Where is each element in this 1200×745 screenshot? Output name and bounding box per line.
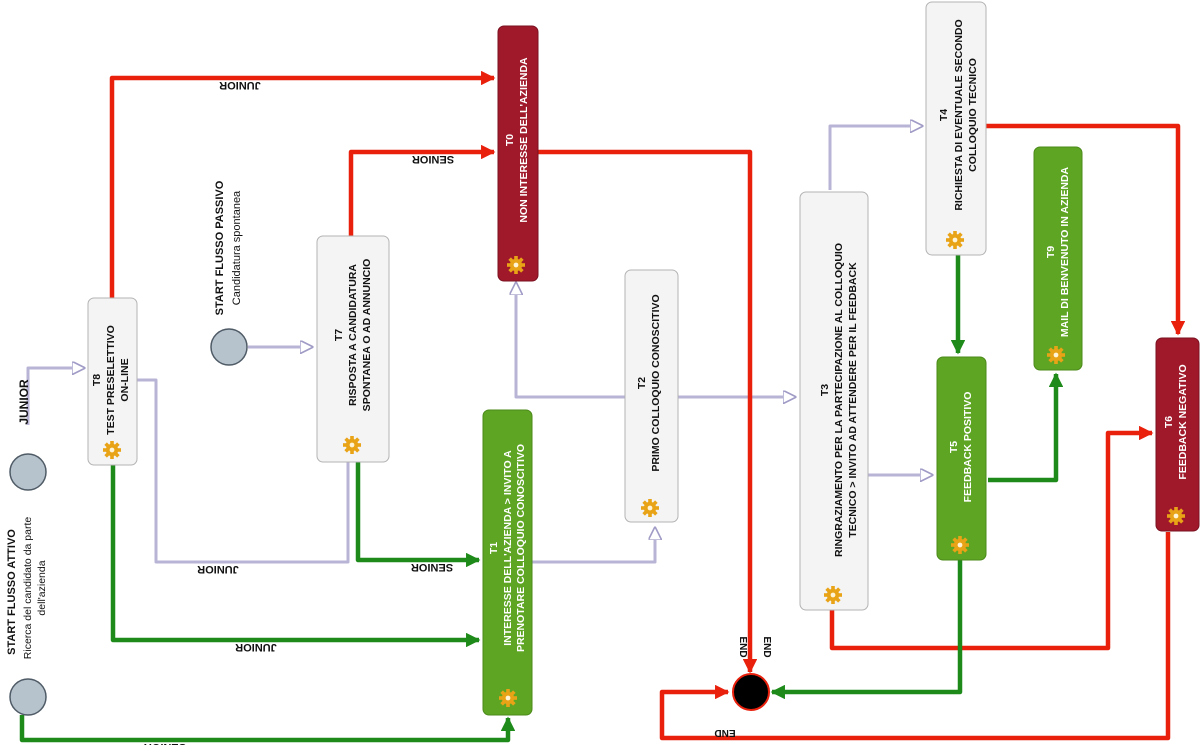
t9-code: T9 (1045, 246, 1057, 258)
edge-t4-t6 (986, 123, 1186, 336)
label-junior-start: JUNIOR (17, 379, 31, 425)
t8-line2: ON-LINE (119, 358, 131, 401)
gear-icon (946, 231, 964, 249)
gear-icon (1047, 346, 1065, 364)
edge-t5-end (770, 560, 963, 700)
gear-icon (824, 586, 842, 604)
t4-line1: RICHIESTA DI EVENTUALE SECONDO (953, 19, 965, 210)
t1-line1: INTERESSE DELL'AZIENDA > INVITO A (502, 450, 514, 646)
t2-code: T2 (636, 377, 648, 389)
node-t1[interactable]: T1 INTERESSE DELL'AZIENDA > INVITO A PRE… (482, 409, 533, 716)
t8-line1: TEST PRESELETTIVO (105, 325, 117, 435)
gear-icon (507, 256, 525, 274)
t7-code: T7 (333, 329, 345, 341)
end-node[interactable] (732, 673, 770, 711)
gear-icon (343, 436, 361, 454)
edge-t3-t6 (829, 425, 1154, 651)
label-senior-start-t1: SENIOR (144, 741, 186, 745)
edge-t8-junior-t1 (110, 465, 481, 648)
label-senior-t7-t0: SENIOR (412, 153, 454, 165)
t4-line2: COLLOQUIO TECNICO (967, 58, 979, 172)
edge-t7-junior-t8 (116, 380, 350, 564)
t7-line2: SPONTANEA O AD ANNUNCIO (361, 259, 373, 412)
t0-title: NON INTERESSE DELL'AZIENDA (518, 57, 530, 223)
t4-code: T4 (938, 109, 950, 121)
node-t2[interactable]: T2 PRIMO COLLOQUIO CONOSCITIVO (624, 269, 679, 523)
label-junior-t8-t0: JUNIOR (219, 79, 261, 91)
t7-line1: RISPOSTA A CANDIDATURA (347, 264, 359, 406)
t2-title: PRIMO COLLOQUIO CONOSCITIVO (650, 294, 662, 471)
t3-line2: TECNICO > INVITO AD ATTENDERE PER IL FEE… (847, 262, 859, 538)
node-t5[interactable]: T5 FEEDBACK POSITIVO (936, 356, 987, 561)
start-attivo-title: START FLUSSO ATTIVO (6, 529, 18, 655)
gear-icon (1167, 507, 1185, 525)
t1-code: T1 (488, 542, 500, 554)
t5-code: T5 (948, 441, 960, 453)
t9-title: MAIL DI BENVENUTO IN AZIENDA (1059, 167, 1071, 338)
t0-code: T0 (504, 134, 516, 146)
edge-t5-t9 (988, 372, 1064, 483)
start-senior-node[interactable] (9, 678, 47, 716)
edge-t3-t4 (828, 126, 922, 190)
start-attivo-subtitle2: dell'azienda (36, 560, 48, 615)
edge-t7-senior-t1 (355, 462, 481, 568)
t5-title: FEEDBACK POSITIVO (962, 392, 974, 503)
label-end-right: END (761, 636, 772, 657)
edge-t1-t2 (532, 528, 655, 564)
node-t6[interactable]: T6 FEEDBACK NEGATIVO (1155, 337, 1200, 532)
label-junior-t7-t8: JUNIOR (197, 563, 239, 575)
t8-code: T8 (91, 374, 103, 386)
label-end-left: END (737, 636, 748, 657)
edge-t8-junior-t0 (109, 70, 496, 298)
start-attivo-subtitle1: Ricerca del candidato da parte (22, 517, 34, 660)
node-t9[interactable]: T9 MAIL DI BENVENUTO IN AZIENDA (1033, 146, 1083, 371)
label-end-t6: END (714, 727, 735, 738)
node-t4[interactable]: T4 RICHIESTA DI EVENTUALE SECONDO COLLOQ… (925, 1, 987, 256)
gear-icon (499, 689, 517, 707)
start-passivo-title: START FLUSSO PASSIVO (214, 180, 226, 315)
node-t7[interactable]: T7 RISPOSTA A CANDIDATURA SPONTANEA O AD… (316, 235, 390, 463)
edge-t7-senior-t0 (348, 144, 496, 236)
edge-start-junior-t8 (26, 368, 84, 425)
node-t8[interactable]: T8 TEST PRESELETTIVO ON-LINE (87, 297, 138, 466)
t6-code: T6 (1163, 416, 1175, 428)
label-junior-t8-t1: JUNIOR (235, 641, 277, 653)
gear-icon (641, 499, 659, 517)
start-junior-node[interactable] (9, 453, 47, 491)
edge-t6-end (659, 532, 1171, 741)
t6-title: FEEDBACK NEGATIVO (1177, 364, 1189, 479)
gear-icon (103, 441, 121, 459)
t3-code: T3 (819, 384, 831, 396)
edge-t0-end (538, 149, 758, 674)
start-passivo-subtitle: Candidatura spontanea (231, 190, 243, 305)
label-senior-t7-t1: SENIOR (411, 561, 453, 573)
t1-line2: PRENOTARE COLLOQUIO CONOSCITIVO (515, 444, 527, 652)
gear-icon (951, 536, 969, 554)
edge-start-senior-t1 (19, 715, 516, 743)
edge-t2-t0 (516, 283, 625, 399)
start-passivo-node[interactable] (210, 328, 248, 366)
node-t0[interactable]: T0 NON INTERESSE DELL'AZIENDA (497, 25, 539, 282)
node-t3[interactable]: T3 RINGRAZIAMENTO PER LA PARTECIPAZIONE … (799, 191, 869, 611)
t3-line1: RINGRAZIAMENTO PER LA PARTECIPAZIONE AL … (833, 243, 845, 557)
